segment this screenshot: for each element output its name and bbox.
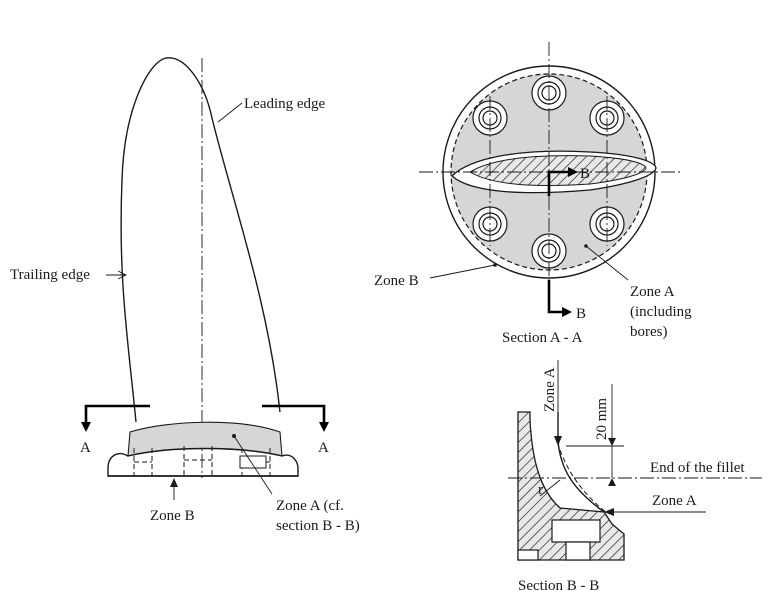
zone-a-band (127, 421, 283, 457)
cut-label-right: A (318, 440, 329, 456)
section-zone-a-line1: Zone A (630, 284, 675, 300)
zone-a-horizontal-label: Zone A (652, 493, 697, 509)
section-a-a-title: Section A - A (502, 330, 583, 346)
section-b-b-title: Section B - B (518, 578, 599, 594)
cut-line-a-right (262, 404, 326, 426)
section-zone-b-label: Zone B (374, 273, 419, 289)
radius-label: r (538, 482, 543, 498)
zone-a-label-line2: section B - B) (276, 518, 360, 534)
section-a-a: B B Zone B Zone A (including bores) Sect… (374, 42, 692, 346)
blade-platform (107, 447, 299, 477)
cut-line-a-left (84, 404, 150, 426)
section-b-b: Zone A 20 mm End of the fillet Zone A r … (508, 360, 762, 594)
cut-label-left: A (80, 440, 91, 456)
leading-edge-label: Leading edge (244, 96, 326, 112)
cut-b-top-label: B (580, 166, 590, 182)
section-zone-a-line2: (including (630, 304, 692, 320)
cut-b-bottom-label: B (576, 306, 586, 322)
zone-a-vertical-label: Zone A (542, 367, 558, 412)
section-zone-a-line3: bores) (630, 324, 668, 340)
trailing-edge-label: Trailing edge (10, 267, 90, 283)
zone-b-label: Zone B (150, 508, 195, 524)
dimension-label: 20 mm (594, 398, 610, 440)
blade-view: A A Leading edge Trailing edge Zone B Zo… (10, 57, 360, 534)
airfoil-hatched (469, 155, 647, 186)
cut-line-b-top (547, 170, 572, 196)
cut-line-b-bottom (547, 280, 566, 314)
fillet-end-label: End of the fillet (650, 460, 745, 476)
zone-a-label-line1: Zone A (cf. (276, 498, 344, 514)
blade-outline (120, 57, 281, 423)
zone-a-detail (239, 455, 267, 469)
bolt-head (551, 519, 601, 543)
